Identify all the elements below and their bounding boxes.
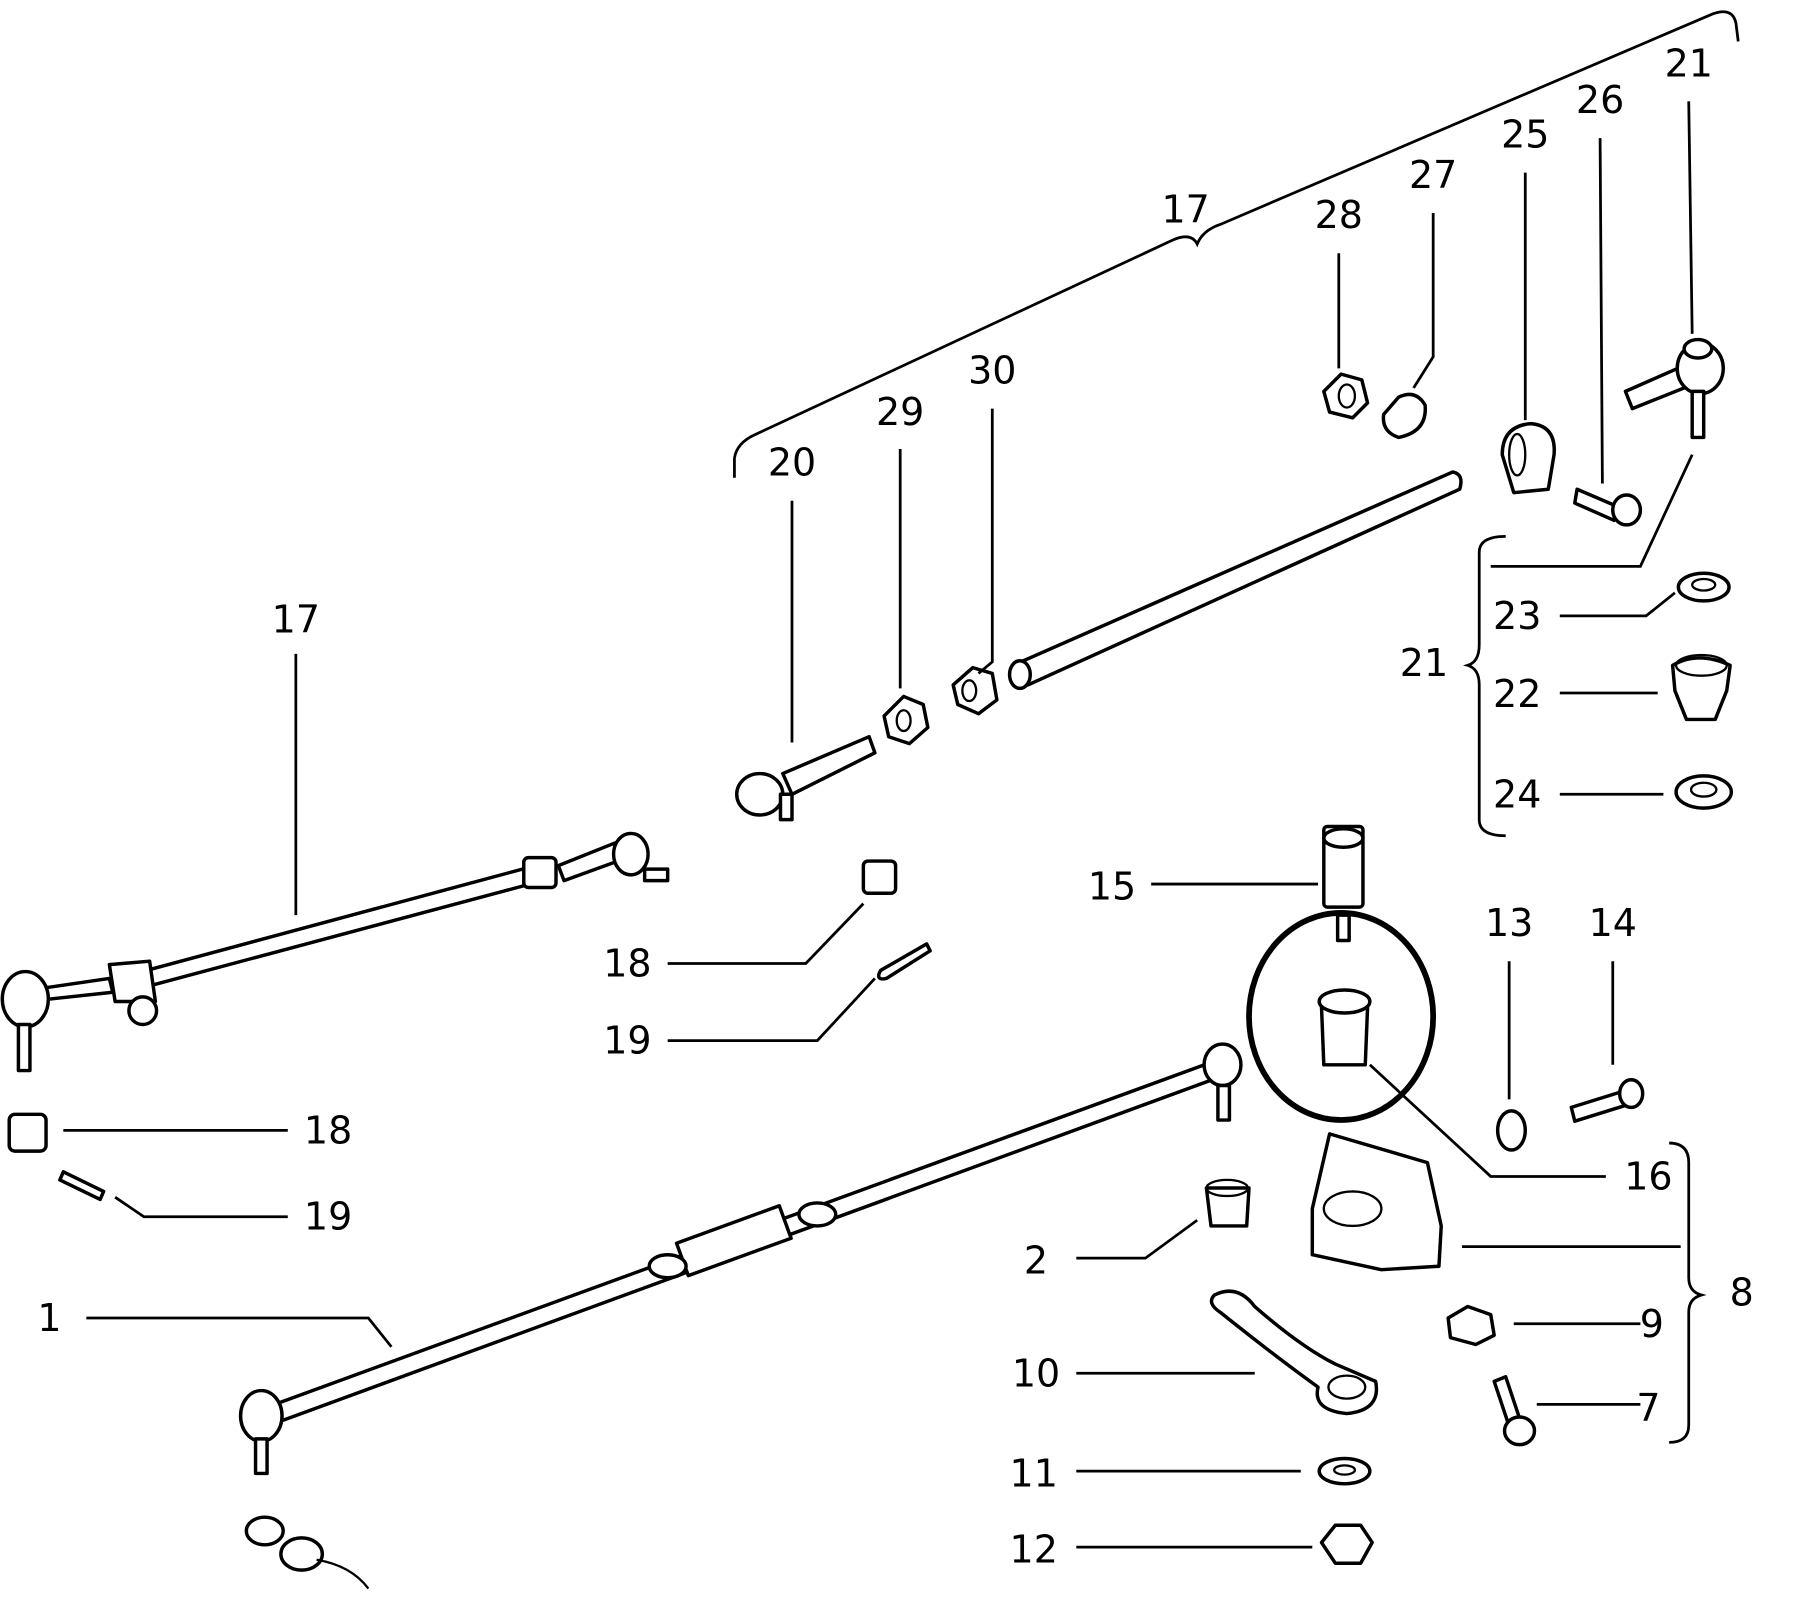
part-13-washer [1495,1109,1527,1152]
callout-label-30: 30 [968,349,1016,393]
callout-label-11: 11 [1010,1451,1058,1495]
bracket-21 [1462,535,1506,838]
callout-label-16: 16 [1624,1154,1672,1198]
bracket-17-top [733,10,1740,478]
part-15-bolt [1322,824,1365,943]
part-14-bolt [1569,1078,1645,1123]
callout-label-25: 25 [1501,113,1549,157]
leader-line-30 [977,408,994,675]
leader-line-21 [1687,101,1694,334]
callout-label-20: 20 [768,441,816,485]
part-tube-end [1007,659,1033,691]
callout-label-18: 18 [304,1108,352,1152]
callout-label-23: 23 [1493,594,1541,638]
callout-label-2: 2 [1024,1238,1048,1282]
part-27-clip [1381,392,1427,440]
callout-label-8: 8 [1730,1271,1754,1315]
callout-label-21: 21 [1665,41,1713,85]
part-2-bushing [1204,1186,1251,1228]
part-1-tie-rod [238,1042,1243,1590]
part-24-washer [1674,774,1734,810]
part-17-tie-rod [0,831,670,1073]
part-18-castle-nut-left [7,1112,48,1153]
part-tube [1011,470,1463,687]
callout-label-19: 19 [603,1019,651,1063]
callout-label-7: 7 [1636,1386,1660,1430]
part-10-idler-arm [1209,1289,1379,1416]
part-16-bushing [1317,988,1372,1067]
callout-label-1: 1 [37,1296,61,1340]
part-7-bolt [1492,1375,1537,1447]
callout-label-10: 10 [1012,1351,1060,1395]
callout-label-21: 21 [1400,641,1448,685]
leader-line-21 [1490,454,1694,568]
part-28-nut [1322,372,1370,420]
parts [0,337,1734,1590]
callout-label-26: 26 [1576,78,1624,122]
callout-label-15: 15 [1088,864,1136,908]
leader-line-23 [1559,591,1676,618]
callout-label-27: 27 [1409,153,1457,197]
part-20-tie-rod-end [735,734,877,822]
leader-line-26 [1598,138,1604,484]
callout-label-17: 17 [1162,188,1210,232]
leader-line-19 [667,977,876,1042]
leader-lines [63,101,1694,1549]
part-23-washer [1676,571,1731,603]
callout-label-22: 22 [1493,672,1541,716]
leader-line-16 [1368,1063,1606,1178]
part-19-cotter-pin [877,942,932,981]
leader-line-18 [667,902,865,965]
callout-label-29: 29 [876,390,924,434]
part-26-bolt [1573,487,1643,527]
callout-label-18: 18 [603,941,651,985]
callout-label-13: 13 [1485,901,1533,945]
callout-label-19: 19 [304,1195,352,1239]
part-21-tie-rod-end [1623,337,1725,440]
callout-label-24: 24 [1493,772,1541,816]
group-brackets [733,10,1740,1444]
leader-line-19 [114,1196,288,1219]
callout-label-9: 9 [1640,1302,1664,1346]
part-22-bushing [1670,656,1732,722]
part-8-idler-bracket [1310,1132,1443,1272]
part-19-cotter-pin-left [58,1170,106,1202]
callout-label-12: 12 [1010,1527,1058,1571]
callout-label-28: 28 [1315,193,1363,237]
leader-line-27 [1412,212,1435,389]
bracket-8 [1669,1141,1707,1444]
leader-line-2 [1076,1219,1199,1260]
leader-line-1 [86,1316,393,1348]
part-18-castle-nut [861,859,898,895]
part-12-nut [1319,1523,1374,1565]
callout-label-14: 14 [1589,901,1637,945]
callout-label-17: 17 [272,597,320,641]
part-11-washer [1317,1456,1372,1486]
highlight-circle [1246,909,1437,1123]
part-29-nut [882,694,930,746]
part-9-nut [1446,1304,1496,1347]
